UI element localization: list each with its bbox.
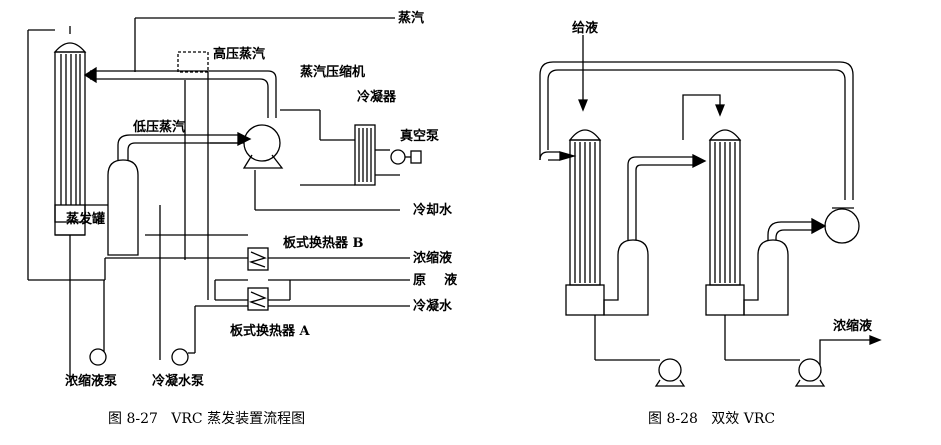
high-pressure-steam-pipe xyxy=(90,70,277,118)
second-effect-pump xyxy=(794,335,882,387)
first-effect-pump xyxy=(654,358,686,387)
label-concentrate-pump: 浓缩液泵 xyxy=(65,374,118,389)
label-evaporator-tank: 蒸发罐 xyxy=(66,212,106,227)
first-separator xyxy=(603,153,707,316)
figure-8-27-caption: 图 8-27 VRC 蒸发装置流程图 xyxy=(108,411,306,427)
vacuum-pump xyxy=(390,149,422,165)
figure-8-28-caption: 图 8-28 双效 VRC xyxy=(648,411,776,427)
concentrate-pump xyxy=(89,280,107,366)
label-high-pressure-steam: 高压蒸汽 xyxy=(213,47,266,62)
label-steam: 蒸汽 xyxy=(398,11,425,26)
label-vacuum-pump: 真空泵 xyxy=(400,129,440,144)
second-separator xyxy=(743,217,827,316)
label-plate-heat-exchanger-a: 板式换热器 A xyxy=(230,324,310,339)
label-concentrate-2: 浓缩液 xyxy=(833,319,873,334)
figure-8-27-diagram xyxy=(27,17,422,380)
second-effect-evaporator xyxy=(705,129,800,361)
label-low-pressure-steam: 低压蒸汽 xyxy=(133,120,186,135)
vrc-compressor xyxy=(824,207,860,244)
plate-heat-exchanger-b xyxy=(247,247,269,271)
vapor-compressor xyxy=(210,124,284,169)
plate-heat-exchanger-a xyxy=(247,287,269,311)
label-condensate-water: 冷凝水 xyxy=(413,299,453,314)
evaporator-column xyxy=(53,26,87,380)
label-feed-liquid: 给液 xyxy=(572,21,599,36)
label-condenser: 冷凝器 xyxy=(357,90,397,105)
separator-vessel xyxy=(85,131,252,256)
label-raw-liquid: 原 液 xyxy=(413,273,458,288)
label-condensate-pump: 冷凝水泵 xyxy=(152,374,205,389)
figure-8-28-diagram xyxy=(539,35,882,387)
label-concentrate: 浓缩液 xyxy=(413,251,453,266)
first-effect-evaporator xyxy=(565,129,660,361)
recirculation-loop xyxy=(539,61,854,200)
label-plate-heat-exchanger-b: 板式换热器 B xyxy=(283,236,364,251)
label-vapor-compressor: 蒸汽压缩机 xyxy=(300,65,366,80)
condenser-unit xyxy=(280,109,400,186)
label-cooling-water: 冷却水 xyxy=(413,203,453,218)
condensate-pump xyxy=(171,305,248,366)
